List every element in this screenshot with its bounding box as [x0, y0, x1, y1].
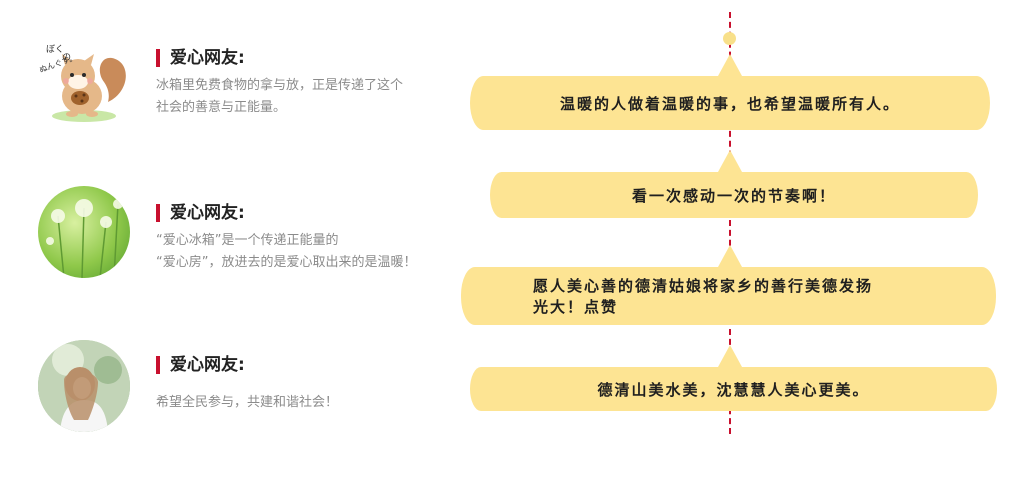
author-name: 爱心网友:: [156, 354, 245, 376]
bubble-text: 看一次感动一次的节奏啊！: [631, 186, 836, 205]
comment-line: “爱心冰箱”是一个传递正能量的: [156, 233, 339, 248]
squirrel-avatar: ぼく の ぬんぐす。: [38, 32, 130, 124]
comment-text: 冰箱里免费食物的拿与放，正是传递了这个 社会的善意与正能量。: [156, 75, 403, 119]
squirrel-note-2: の: [62, 53, 71, 63]
comment-text: “爱心冰箱”是一个传递正能量的 “爱心房”，放进去的是爱心取出来的是温暖！: [156, 230, 416, 274]
squirrel-illustration: ぼく の ぬんぐす。: [38, 44, 126, 122]
timeline-dot: [723, 32, 736, 45]
bubble-text: 温暖的人做着温暖的事，也希望温暖所有人。: [559, 94, 900, 113]
message-bubble: 温暖的人做着温暖的事，也希望温暖所有人。: [470, 76, 990, 130]
comment-line: 社会的善意与正能量。: [156, 100, 287, 115]
bubble-text: 光大！点赞: [533, 298, 619, 316]
author-name: 爱心网友:: [156, 47, 245, 69]
squirrel-note-1: ぼく: [46, 44, 64, 55]
comment-line: “爱心房”，放进去的是爱心取出来的是温暖！: [156, 255, 417, 270]
message-bubble: 看一次感动一次的节奏啊！: [490, 172, 978, 218]
bubble-text: 德清山美水美，沈慧慧人美心更美。: [597, 380, 870, 399]
message-bubble: 德清山美水美，沈慧慧人美心更美。: [470, 367, 997, 411]
timeline-line: [729, 12, 731, 434]
girl-photo-avatar: [38, 340, 130, 432]
comment-text: 希望全民参与，共建和谐社会！: [156, 392, 338, 414]
comment-line: 冰箱里免费食物的拿与放，正是传递了这个: [156, 78, 404, 93]
dandelion-photo: [46, 199, 123, 278]
message-bubble: 愿人美心善的德清姑娘将家乡的善行美德发扬 光大！点赞: [461, 267, 996, 325]
bubble-text: 愿人美心善的德清姑娘将家乡的善行美德发扬: [533, 277, 874, 295]
girl-photo: [38, 340, 130, 432]
dandelion-avatar: [38, 186, 130, 278]
comment-line: 希望全民参与，共建和谐社会！: [156, 395, 339, 410]
author-name: 爱心网友:: [156, 202, 245, 224]
